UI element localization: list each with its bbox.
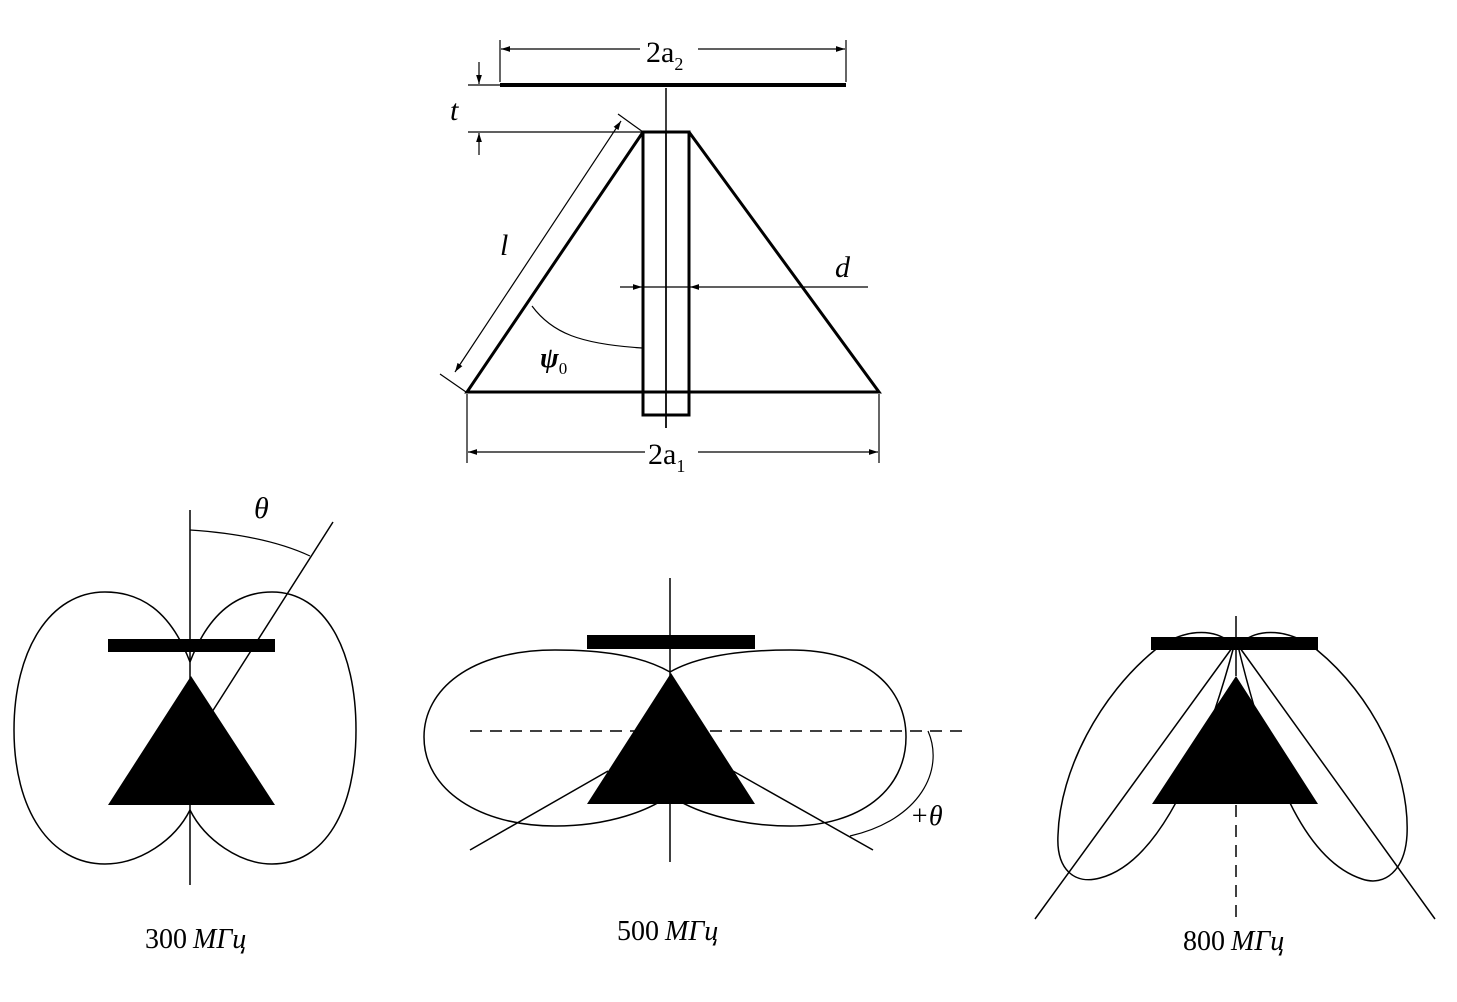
label-plus-theta: +θ [910,801,943,832]
pattern-500-top-plate [587,635,755,649]
pattern-300-left-lobe [13,591,191,865]
pattern-800-ray-right [1239,647,1436,920]
pattern-500-theta-arc [849,730,934,837]
pattern-500-ray-left [469,770,609,851]
label-half-angle: ψ0 [540,343,567,378]
label-gap: t [450,94,459,127]
pattern-300-cone [108,676,275,805]
label-slant-length: l [500,229,508,262]
antenna-geometry-drawing: 2a2 t l d ψ0 2a1 [439,36,882,476]
pattern-800-ray-left [1034,647,1233,920]
pattern-300-theta-ray [211,521,334,713]
pattern-300-theta-arc [189,529,311,557]
pattern-500-cone [587,673,755,804]
pattern-500-left-lobe [423,649,671,827]
pattern-800-top-plate [1151,637,1318,650]
pattern-500-right-lobe [669,649,907,827]
half-angle-arc [531,305,643,349]
label-bottom-width: 2a1 [648,438,685,476]
pattern-500-ray-right [732,770,874,851]
label-post-width: d [835,251,851,284]
pattern-300-right-lobe [189,591,357,865]
cone-outline [464,131,882,394]
dim-slant-arrow [454,120,622,373]
pattern-300-top-plate [108,639,275,652]
dim-slant-ext-top [617,113,644,133]
label-top-plate-width: 2a2 [646,36,683,74]
pattern-800-cone [1152,676,1318,804]
dim-slant-ext-bottom [439,373,467,393]
label-theta: θ [254,492,269,525]
